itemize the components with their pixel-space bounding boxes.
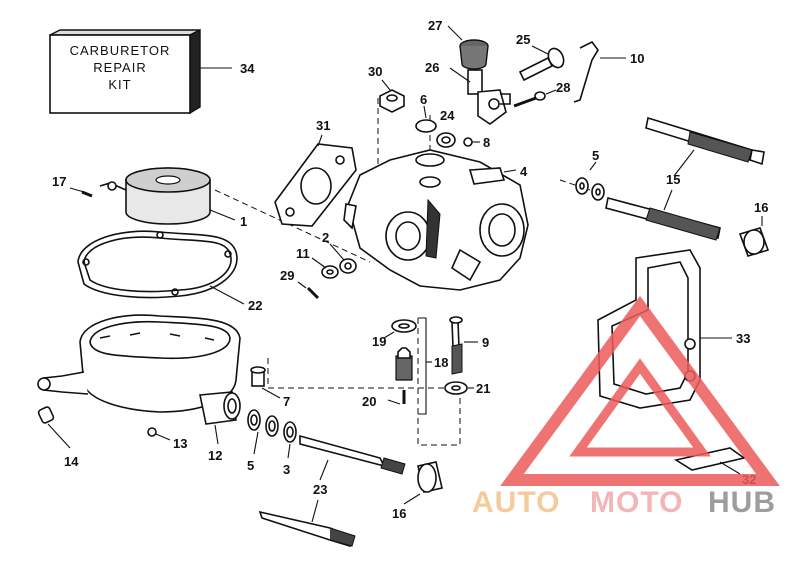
watermark-inner-triangle xyxy=(569,358,711,457)
packing-nut-upper: 16 xyxy=(738,200,770,257)
callout-10: 10 xyxy=(630,51,644,66)
callout-4: 4 xyxy=(520,164,528,179)
upper-washers: 5 xyxy=(575,148,605,201)
callout-12: 12 xyxy=(208,448,222,463)
callout-21: 21 xyxy=(476,381,490,396)
repair-kit-box: CARBURETOR REPAIR KIT 34 xyxy=(49,28,255,115)
kit-box-line1: CARBURETOR xyxy=(70,43,171,58)
watermark-triangle xyxy=(500,295,780,486)
flange-gasket: 31 xyxy=(274,118,357,227)
choke-link: 10 xyxy=(573,40,644,103)
callout-20: 20 xyxy=(362,394,376,409)
carburetor-body: 4 xyxy=(343,149,529,291)
callout-3: 3 xyxy=(283,462,290,477)
callout-17: 17 xyxy=(52,174,66,189)
inlet-needle-seat: 19 20 18 xyxy=(362,317,448,415)
idle-screw: 9 xyxy=(449,316,489,375)
callout-16-lower: 16 xyxy=(392,506,406,521)
watermark-hub: HUB xyxy=(708,486,776,519)
callout-26: 26 xyxy=(425,60,439,75)
callout-28: 28 xyxy=(556,80,570,95)
callout-1: 1 xyxy=(240,214,247,229)
callout-9: 9 xyxy=(482,335,489,350)
callout-23: 23 xyxy=(313,482,327,497)
packing-nut-lower: 16 xyxy=(392,461,443,521)
callout-8: 8 xyxy=(483,135,490,150)
callout-27: 27 xyxy=(428,18,442,33)
callout-30: 30 xyxy=(368,64,382,79)
valve-screw: 25 xyxy=(516,32,565,82)
callout-33: 33 xyxy=(736,331,750,346)
float-pin: 17 xyxy=(52,174,93,198)
callout-14: 14 xyxy=(64,454,79,469)
callout-22: 22 xyxy=(248,298,262,313)
small-screw: 28 xyxy=(513,80,570,108)
adjustment-needles: 15 xyxy=(605,116,765,241)
primer-cap: 27 xyxy=(428,18,489,70)
float-bowl: 12 xyxy=(37,314,241,463)
lower-washers: 5 3 xyxy=(247,409,297,477)
callout-5-upper: 5 xyxy=(592,148,599,163)
callout-6: 6 xyxy=(420,92,427,107)
callout-31: 31 xyxy=(316,118,330,133)
high-speed-needle: 23 xyxy=(258,434,406,548)
idle-screw-washer: 21 xyxy=(444,381,490,396)
watermark-moto: MOTO xyxy=(590,486,683,519)
float: 1 xyxy=(99,167,247,229)
welch-plug: 6 xyxy=(415,92,437,133)
drain-plug: 14 xyxy=(37,406,79,469)
check-ball: 13 xyxy=(147,427,187,451)
callout-16-upper: 16 xyxy=(754,200,768,215)
callout-11: 11 xyxy=(296,246,310,261)
callout-34: 34 xyxy=(240,61,255,76)
kit-box-line3: KIT xyxy=(108,77,131,92)
callout-19: 19 xyxy=(372,334,386,349)
callout-29: 29 xyxy=(280,268,294,283)
float-bowl-gasket: 22 xyxy=(77,230,262,313)
bowl-screw: 7 xyxy=(250,366,290,409)
float-hinge-pin: 29 xyxy=(280,268,320,300)
seal-ring: 24 xyxy=(436,108,456,148)
small-ball: 8 xyxy=(463,135,490,150)
valve-assembly: 26 xyxy=(425,60,511,125)
kit-box-line2: REPAIR xyxy=(93,60,146,75)
callout-2: 2 xyxy=(322,230,329,245)
watermark-auto: AUTO xyxy=(472,486,560,519)
callout-7: 7 xyxy=(283,394,290,409)
callout-15: 15 xyxy=(666,172,680,187)
watermark-logo: AUTO MOTO HUB xyxy=(472,295,780,519)
callout-13: 13 xyxy=(173,436,187,451)
callout-18: 18 xyxy=(434,355,448,370)
needle-washers: 11 2 xyxy=(296,230,357,279)
callout-5-lower: 5 xyxy=(247,458,254,473)
hex-nut: 30 xyxy=(368,64,405,113)
callout-24: 24 xyxy=(440,108,455,123)
callout-25: 25 xyxy=(516,32,530,47)
